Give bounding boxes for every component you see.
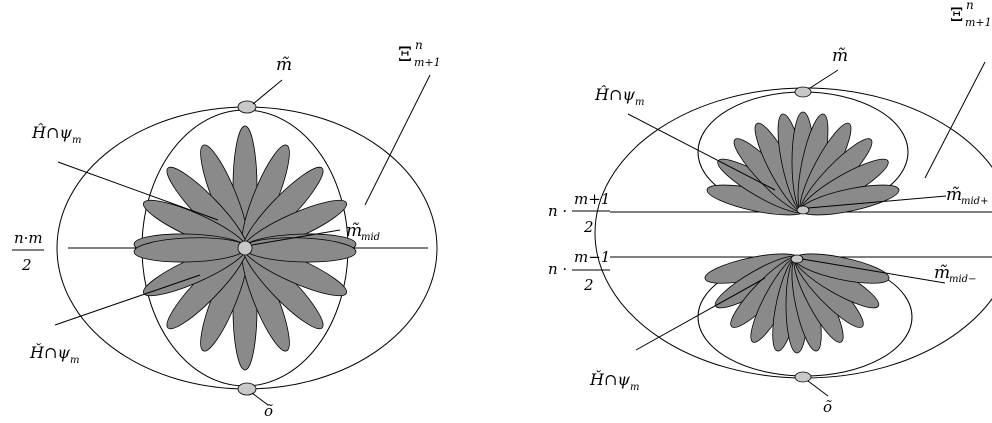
left-top-point [237,100,257,114]
right-upper-center-point [796,205,810,215]
label-r-h-hat-sub: m [635,97,644,108]
leader-h-hat [57,161,219,221]
label-r-m-tilde: m̃ [832,46,848,66]
label-r-h-hat: Ĥ∩ψ [594,84,635,104]
right-lower-fan [704,253,890,354]
right-top-point [794,86,812,98]
label-r-m-mid-plus-sub: mid+ [961,196,988,207]
label-xi-sup: n [415,38,423,52]
label-r-upper-den: 2 [583,218,594,236]
right-lower-center-point [790,254,804,264]
leader-r-m-mid-plus [807,195,947,209]
leader-o-tilde [251,392,269,406]
label-xi: Ξ [398,42,412,66]
label-r-lower-num: m−1 [574,248,610,266]
leader-m-mid [251,229,341,246]
left-bottom-point [237,382,257,396]
label-m-mid: m̃ [346,221,362,241]
label-h-check-sub: m [70,355,79,366]
leader-r-h-hat [627,113,776,191]
label-r-m-mid-plus: m̃ [946,185,962,205]
label-r-h-check: Ȟ∩ψ [589,369,630,389]
label-m-tilde: m̃ [276,55,292,75]
leader-r-xi [924,61,986,179]
left-center-point [237,240,253,256]
label-r-m-mid-minus: m̃ [934,263,950,283]
leader-r-m-tilde [809,69,839,89]
label-h-hat-sub: m [72,135,81,146]
right-upper-fan [706,111,900,216]
right-bottom-point [794,371,812,383]
label-r-upper-num: m+1 [574,190,610,208]
label-ratio-den: 2 [21,256,32,274]
label-r-xi: Ξ [950,4,963,26]
label-o-tilde: õ [264,402,273,420]
label-r-xi-sup: n [966,0,974,12]
right-panel: Ξ n m+1 m̃ Ĥ∩ψ m n · m+1 2 n · m−1 2 m̃ … [548,0,992,416]
label-r-m-mid-minus-sub: mid− [949,274,976,285]
label-r-lower-prefix: n · [548,260,567,278]
label-r-o-tilde: õ [823,398,832,416]
label-r-lower-den: 2 [583,276,594,294]
leader-xi [364,74,431,206]
label-h-hat: Ĥ∩ψ [31,122,72,142]
label-r-xi-sub: m+1 [965,16,992,29]
leader-r-h-check [635,277,766,351]
left-flower [133,125,357,371]
leader-r-o-tilde [807,380,829,397]
leader-m-tilde [252,79,283,105]
leader-r-m-mid-minus [801,258,946,284]
label-r-h-check-sub: m [630,382,639,393]
label-xi-sub: m+1 [414,56,441,69]
label-m-mid-sub: mid [361,232,380,243]
leader-h-check [54,274,201,326]
label-r-upper-prefix: n · [548,202,567,220]
label-ratio-num: n·m [14,229,43,247]
left-panel: m̃ Ξ n m+1 Ĥ∩ψ m n·m 2 m̃ mid Ȟ∩ψ m õ [12,38,441,420]
label-h-check: Ȟ∩ψ [29,342,70,362]
